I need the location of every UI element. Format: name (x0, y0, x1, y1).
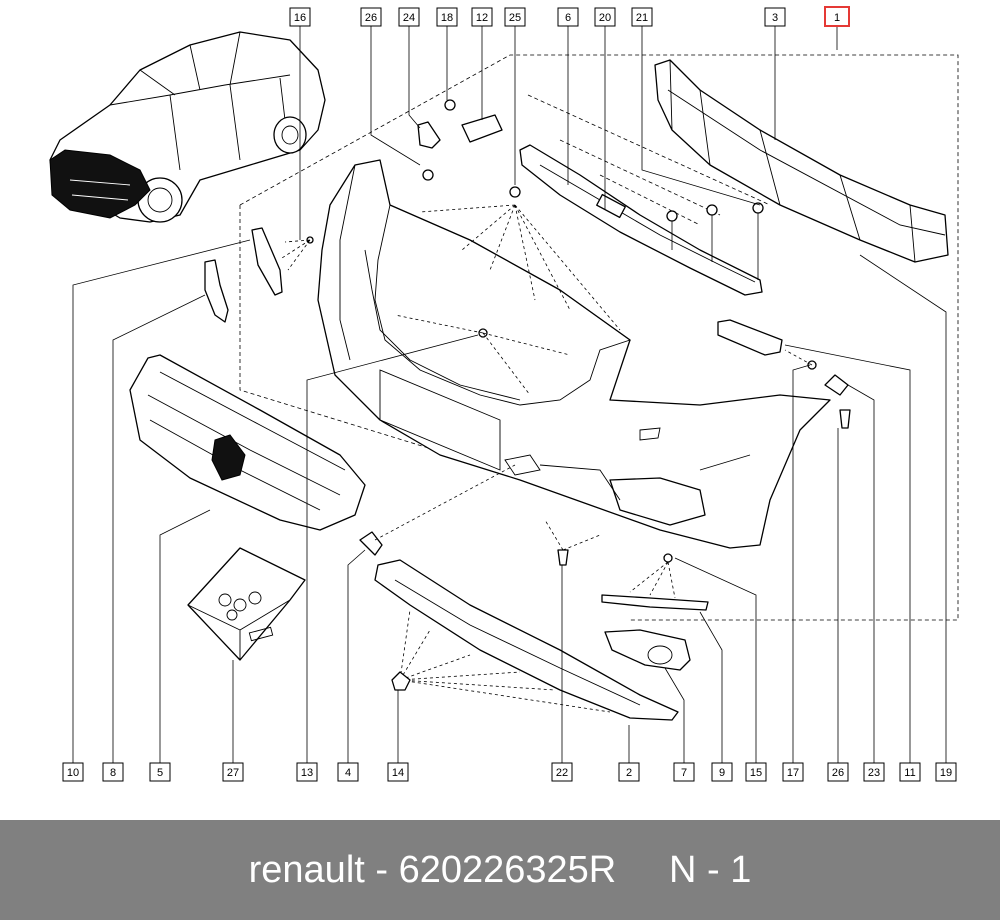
svg-text:8: 8 (110, 767, 116, 779)
part-4-tow-cap (359, 464, 516, 556)
callout-27: 27 (222, 762, 244, 782)
callout-22: 22 (551, 762, 573, 782)
callout-3: 3 (764, 7, 786, 27)
part-8-side-support (204, 259, 229, 323)
part-11-side-bracket (717, 319, 783, 356)
leader-lines (72, 26, 947, 763)
callout-8: 8 (102, 762, 124, 782)
callout-20: 20 (594, 7, 616, 27)
svg-text:3: 3 (772, 12, 778, 24)
part-3-bumper-beam (654, 59, 949, 263)
svg-text:26: 26 (832, 767, 844, 779)
small-fasteners-right (784, 349, 851, 429)
callout-13: 13 (296, 762, 318, 782)
part-22-clip (544, 519, 601, 566)
clip-25-arrows (394, 204, 621, 396)
callout-16: 16 (289, 7, 311, 27)
assembly-frame (239, 54, 959, 621)
callout-23: 23 (863, 762, 885, 782)
callout-25: 25 (504, 7, 526, 27)
callout-26-bottom: 26 (827, 762, 849, 782)
part-9-trim-strip (601, 553, 709, 611)
svg-text:7: 7 (681, 767, 687, 779)
part-5-grille (129, 354, 366, 531)
callout-18: 18 (436, 7, 458, 27)
callout-2: 2 (618, 762, 640, 782)
svg-text:5: 5 (157, 767, 163, 779)
svg-text:23: 23 (868, 767, 880, 779)
svg-text:16: 16 (294, 12, 306, 24)
parts-diagram: 16 26 24 18 12 25 6 20 21 3 1 10 8 5 27 … (49, 6, 959, 782)
footer-part-number-text: renault - 620226325R N - 1 (248, 848, 752, 891)
callout-10: 10 (62, 762, 84, 782)
callout-19: 19 (935, 762, 957, 782)
part-10-side-bracket (251, 227, 314, 296)
callout-6: 6 (557, 7, 579, 27)
svg-text:15: 15 (750, 767, 762, 779)
svg-text:1: 1 (834, 12, 840, 24)
svg-text:25: 25 (509, 12, 521, 24)
svg-text:21: 21 (636, 12, 648, 24)
svg-text:27: 27 (227, 767, 239, 779)
svg-text:13: 13 (301, 767, 313, 779)
svg-text:22: 22 (556, 767, 568, 779)
svg-text:12: 12 (476, 12, 488, 24)
callout-9: 9 (711, 762, 733, 782)
small-fasteners-top (417, 99, 521, 198)
svg-text:4: 4 (345, 767, 351, 779)
callout-17: 17 (782, 762, 804, 782)
svg-text:10: 10 (67, 767, 79, 779)
svg-text:14: 14 (392, 767, 404, 779)
part-6-upper-bracket (519, 144, 763, 296)
part-2-lower-spoiler (374, 559, 679, 721)
svg-text:18: 18 (441, 12, 453, 24)
part-1-front-bumper (317, 159, 831, 549)
svg-text:17: 17 (787, 767, 799, 779)
callout-5: 5 (149, 762, 171, 782)
part-number-footer: renault - 620226325R N - 1 (0, 820, 1000, 920)
callout-11: 11 (899, 762, 921, 782)
svg-text:24: 24 (403, 12, 415, 24)
callout-24: 24 (398, 7, 420, 27)
car-illustration (49, 31, 326, 223)
callout-26-top: 26 (360, 7, 382, 27)
svg-text:6: 6 (565, 12, 571, 24)
clips-upper (666, 202, 764, 280)
callout-4: 4 (337, 762, 359, 782)
svg-text:9: 9 (719, 767, 725, 779)
svg-text:11: 11 (904, 767, 915, 779)
callout-1-highlighted: 1 (824, 6, 850, 27)
svg-text:2: 2 (626, 767, 632, 779)
callout-7: 7 (673, 762, 695, 782)
svg-text:26: 26 (365, 12, 377, 24)
callout-15: 15 (745, 762, 767, 782)
callout-12: 12 (471, 7, 493, 27)
part-27-clip-kit (187, 547, 306, 661)
part-7-fog-surround (604, 629, 691, 671)
callout-14: 14 (387, 762, 409, 782)
svg-text:20: 20 (599, 12, 611, 24)
svg-text:19: 19 (940, 767, 952, 779)
callout-21: 21 (631, 7, 653, 27)
